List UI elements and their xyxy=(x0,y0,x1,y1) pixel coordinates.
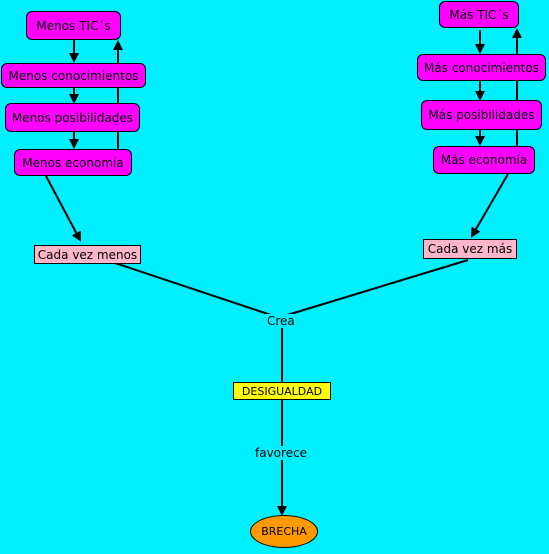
concept-cada-vez-menos[interactable]: Cada vez menos xyxy=(34,245,141,264)
edge-mas-economia-to-cada-vez-mas xyxy=(470,173,509,238)
concept-menos-tic[interactable]: Menos TIC´s xyxy=(26,11,121,40)
concept-mas-economia[interactable]: Más economía xyxy=(433,146,535,174)
concept-mas-conocimientos[interactable]: Más conocimientos xyxy=(417,54,546,81)
concept-menos-conocimientos[interactable]: Menos conocimientos xyxy=(1,63,146,88)
edge-cada-vez-menos-to-crea xyxy=(111,261,281,319)
concept-cada-vez-mas[interactable]: Cada vez más xyxy=(423,239,517,259)
link-label-crea: Crea xyxy=(266,314,296,328)
edge-menos-economia-to-cada-vez-menos xyxy=(45,175,81,242)
concept-menos-posibilidades[interactable]: Menos posibilidades xyxy=(5,103,140,132)
concept-brecha[interactable]: BRECHA xyxy=(250,515,318,548)
link-label-favorece: favorece xyxy=(254,446,309,460)
edge-cada-vez-mas-to-crea xyxy=(283,259,469,317)
concept-mas-tic[interactable]: Más TIC´s xyxy=(439,1,519,28)
concept-menos-economia[interactable]: Menos economía xyxy=(14,149,132,176)
concept-desigualdad[interactable]: DESIGUALDAD xyxy=(233,382,331,400)
concept-mas-posibilidades[interactable]: Más posibilidades xyxy=(421,100,542,130)
